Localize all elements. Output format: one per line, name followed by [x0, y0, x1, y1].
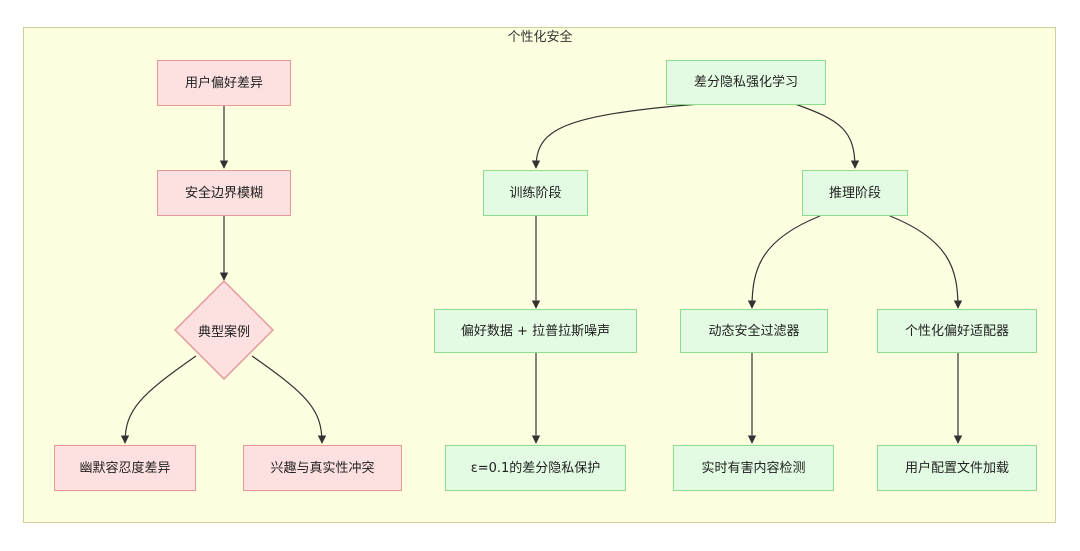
node-interest-truth-conflict: 兴趣与真实性冲突: [243, 445, 402, 491]
node-label: ε=0.1的差分隐私保护: [470, 460, 601, 476]
node-typical-cases: 典型案例: [174, 280, 274, 380]
node-label: 用户配置文件加载: [904, 460, 1009, 476]
node-label: 安全边界模糊: [184, 185, 263, 201]
node-label: 幽默容忍度差异: [79, 460, 171, 476]
node-pref-data-laplace: 偏好数据 + 拉普拉斯噪声: [434, 309, 637, 353]
node-label: 实时有害内容检测: [701, 460, 806, 476]
node-humor-tolerance-diff: 幽默容忍度差异: [54, 445, 196, 491]
node-profile-loading: 用户配置文件加载: [877, 445, 1037, 491]
edge-inference-to-filter: [747, 215, 821, 309]
edge-cases-to-humor: [120, 355, 197, 444]
cluster-title: 个性化安全: [507, 30, 573, 45]
diamond-shape: [174, 280, 274, 380]
edge-dprl-to-training: [531, 103, 701, 169]
edge-inference-to-adapter: [889, 215, 963, 309]
node-safety-boundary-blur: 安全边界模糊: [157, 170, 291, 216]
node-label: 差分隐私强化学习: [693, 75, 798, 90]
node-label: 训练阶段: [509, 185, 562, 201]
node-dp-protection: ε=0.1的差分隐私保护: [445, 445, 626, 491]
node-user-pref-diff: 用户偏好差异: [157, 60, 291, 106]
node-personal-adapter: 个性化偏好适配器: [877, 309, 1037, 353]
node-label: 兴趣与真实性冲突: [270, 460, 375, 476]
node-label: 用户偏好差异: [184, 75, 263, 91]
edge-cases-to-interest: [251, 355, 327, 444]
node-realtime-detection: 实时有害内容检测: [673, 445, 834, 491]
node-label: 动态安全过滤器: [708, 323, 800, 339]
node-dp-rl: 差分隐私强化学习: [666, 60, 826, 105]
node-label: 偏好数据 + 拉普拉斯噪声: [460, 323, 611, 339]
node-training-stage: 训练阶段: [483, 170, 588, 216]
node-label: 推理阶段: [828, 185, 881, 201]
node-label: 个性化偏好适配器: [904, 323, 1009, 339]
node-inference-stage: 推理阶段: [802, 170, 908, 216]
node-dynamic-filter: 动态安全过滤器: [680, 309, 828, 353]
edge-dprl-to-inference: [794, 103, 860, 169]
node-label: 典型案例: [197, 324, 250, 340]
